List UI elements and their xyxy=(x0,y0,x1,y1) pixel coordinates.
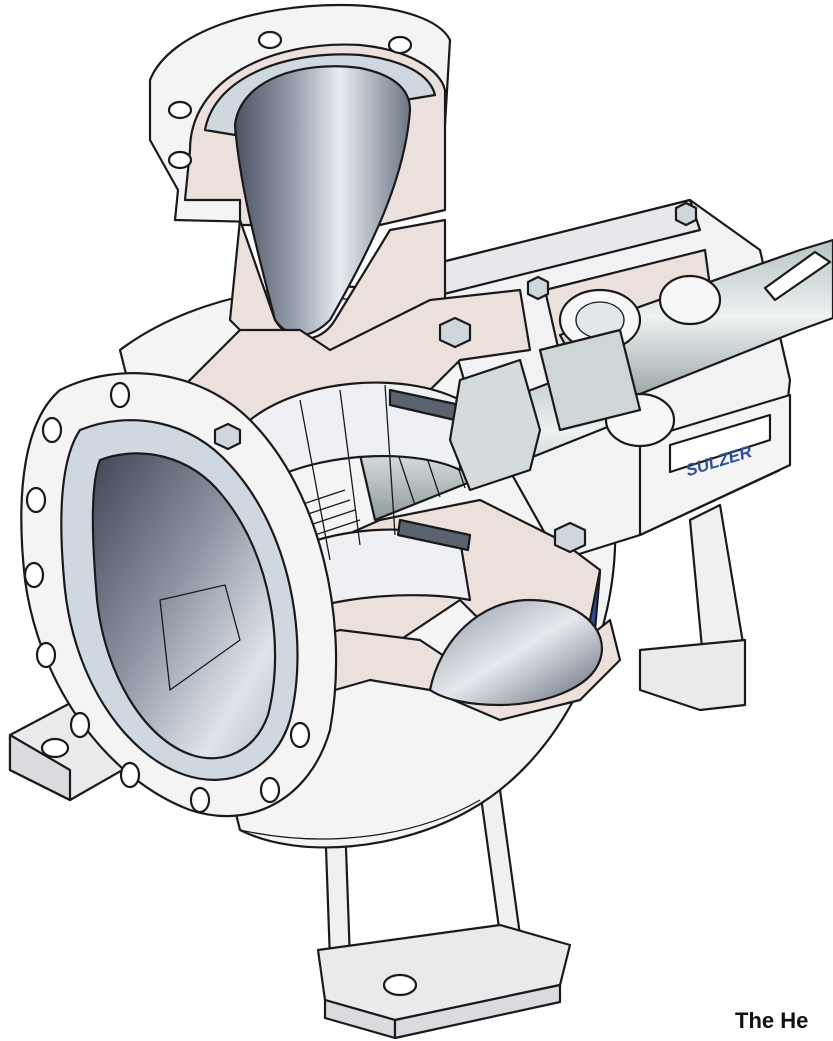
caption-text: The He xyxy=(735,1008,809,1033)
bearings xyxy=(538,274,722,448)
volute-passage xyxy=(428,598,603,707)
right-foot xyxy=(638,503,747,712)
bolts xyxy=(213,201,698,554)
discharge-nozzle xyxy=(148,3,452,362)
bottom-foot xyxy=(316,788,572,1040)
suction-flange xyxy=(20,372,338,818)
